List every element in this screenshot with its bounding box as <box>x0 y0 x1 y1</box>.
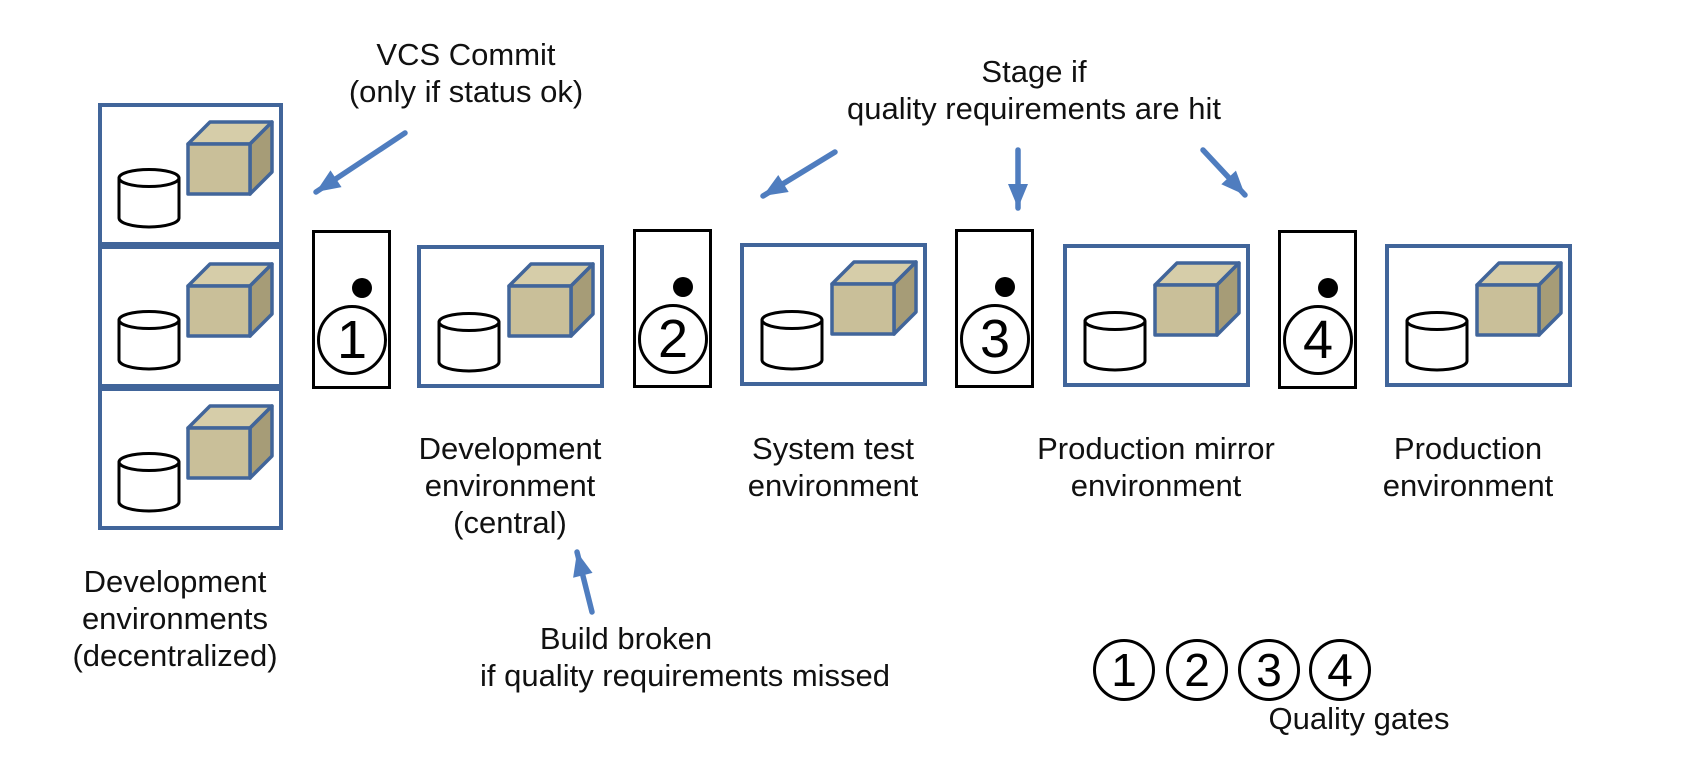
label-line: environment <box>1070 468 1242 503</box>
artifact-cube-icon <box>186 120 274 196</box>
database-cylinder-icon <box>117 310 181 371</box>
label-line: System test <box>752 431 914 466</box>
annotation-vcs-commit: VCS Commit (only if status ok) <box>349 36 583 110</box>
legend-gate-1: 1 <box>1093 639 1155 701</box>
database-cylinder-icon <box>760 310 824 371</box>
label-line: environment <box>747 468 919 503</box>
annotation-line: (only if status ok) <box>348 74 584 109</box>
status-dot-icon <box>673 277 693 297</box>
label-central-environment: Development environment (central) <box>419 430 602 541</box>
gate-number-circle: 2 <box>638 304 708 374</box>
quality-gate-2: 2 <box>633 229 712 388</box>
legend-gate-3: 3 <box>1238 639 1300 701</box>
gate-number-circle: 3 <box>960 304 1030 374</box>
artifact-cube-icon <box>186 404 274 480</box>
label-line: Development <box>418 431 602 466</box>
database-cylinder-icon <box>117 452 181 513</box>
artifact-cube-icon <box>507 262 595 338</box>
legend-label-quality-gates: Quality gates <box>1268 701 1450 736</box>
quality-gate-4: 4 <box>1278 230 1357 389</box>
database-cylinder-icon <box>117 168 181 229</box>
gate-number: 4 <box>1302 310 1334 370</box>
artifact-cube-icon <box>830 260 918 336</box>
env-box-central <box>417 245 604 388</box>
database-cylinder-icon <box>1083 311 1147 372</box>
env-box-production <box>1385 244 1572 387</box>
label-line: Production <box>1393 431 1543 466</box>
label-production-environment: Production environment <box>1383 430 1554 504</box>
annotation-line: VCS Commit <box>376 37 556 72</box>
gate-number-circle: 1 <box>317 305 387 375</box>
label-decentralized-environments: Development environments (decentralized) <box>72 563 277 674</box>
legend-gate-2: 2 <box>1166 639 1228 701</box>
env-box-decentralized-1 <box>98 103 283 246</box>
gate-number: 1 <box>336 310 368 370</box>
label-line: environment <box>1382 468 1554 503</box>
vcs-commit-arrow <box>313 130 408 195</box>
legend-number: 1 <box>1111 644 1137 696</box>
legend-number: 4 <box>1327 644 1353 696</box>
quality-gate-3: 3 <box>955 229 1034 388</box>
env-box-decentralized-2 <box>98 245 283 388</box>
artifact-cube-icon <box>1153 261 1241 337</box>
quality-gate-1: 1 <box>312 230 391 389</box>
gate-number: 3 <box>979 309 1011 369</box>
label-line: (decentralized) <box>72 638 278 673</box>
stage-arrow-right <box>1200 147 1248 198</box>
artifact-cube-icon <box>1475 261 1563 337</box>
annotation-line: Stage if <box>981 54 1087 89</box>
annotation-stage-if: Stage if quality requirements are hit <box>847 53 1221 127</box>
build-broken-arrow <box>573 549 595 615</box>
label-line: Development <box>83 564 267 599</box>
gate-number-circle: 4 <box>1283 305 1353 375</box>
artifact-cube-icon <box>186 262 274 338</box>
legend-number: 2 <box>1184 644 1210 696</box>
label-line: Production mirror <box>1037 431 1275 466</box>
label-production-mirror-environment: Production mirror environment <box>1037 430 1275 504</box>
label-line: (central) <box>453 505 567 540</box>
database-cylinder-icon <box>437 312 501 373</box>
gate-number: 2 <box>657 309 689 369</box>
env-box-system-test <box>740 243 927 386</box>
status-dot-icon <box>1318 278 1338 298</box>
annotation-build-broken-line1: Build broken <box>539 621 713 656</box>
stage-arrow-left <box>760 149 838 199</box>
label-line: environments <box>81 601 269 636</box>
annotation-build-broken-line2: if quality requirements missed <box>479 658 891 693</box>
env-box-production-mirror <box>1063 244 1250 387</box>
status-dot-icon <box>352 278 372 298</box>
label-line: environment <box>424 468 596 503</box>
env-box-decentralized-3 <box>98 387 283 530</box>
annotation-line: quality requirements are hit <box>847 91 1221 126</box>
status-dot-icon <box>995 277 1015 297</box>
database-cylinder-icon <box>1405 311 1469 372</box>
legend-gate-4: 4 <box>1309 639 1371 701</box>
legend-number: 3 <box>1256 644 1282 696</box>
label-system-test-environment: System test environment <box>748 430 919 504</box>
